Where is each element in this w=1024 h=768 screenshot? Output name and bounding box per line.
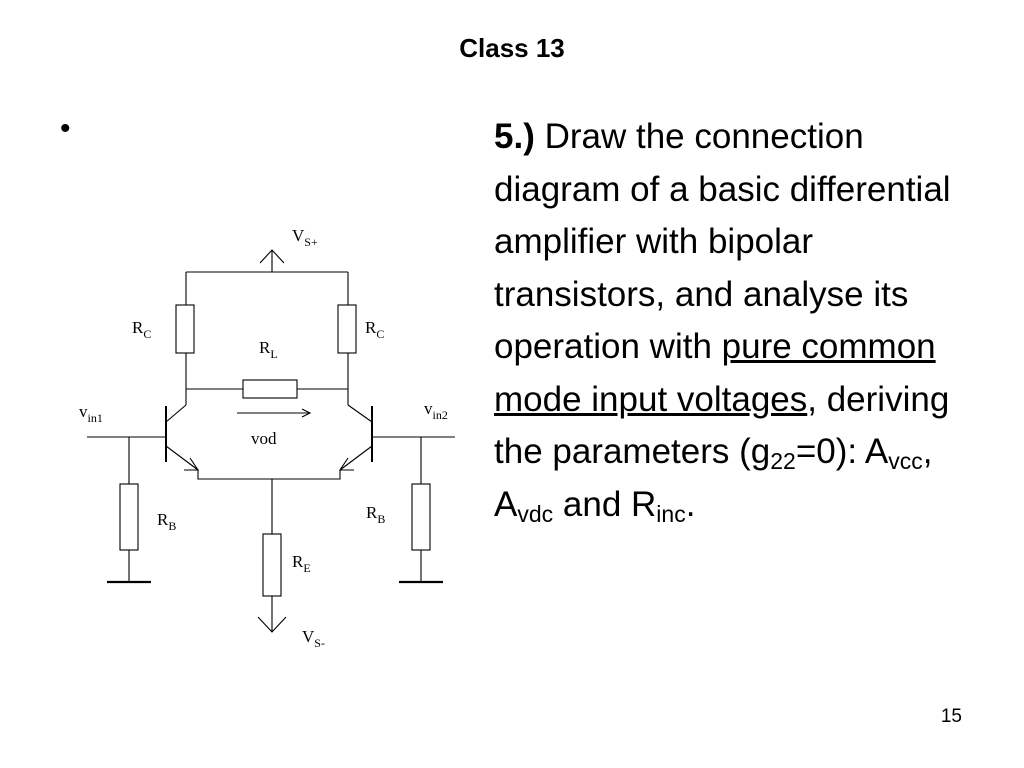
- question-text-b: , deriving the parameters (g: [494, 379, 950, 472]
- vs-minus-arrow: [257, 596, 287, 633]
- vin2-label: vin2: [424, 399, 448, 422]
- circuit-wires: [87, 249, 455, 633]
- avcc-subscript: vcc: [888, 448, 923, 474]
- question-text-d: , A: [494, 432, 933, 524]
- question-text-e: and R: [562, 484, 657, 524]
- question-text-c: =0): A: [795, 432, 889, 471]
- rb-right-resistor: [411, 483, 431, 551]
- transistor-right-emitter: [339, 445, 373, 471]
- vin1-label: vin1: [79, 402, 103, 425]
- rinc-subscript: inc: [656, 500, 686, 527]
- question-text-f: .: [685, 484, 696, 524]
- re-label: RE: [292, 552, 311, 575]
- vs-minus-label: VS-: [302, 627, 325, 650]
- question-number: 5.): [494, 117, 535, 156]
- bullet-point: •: [60, 112, 71, 145]
- vs-plus-arrow: [259, 249, 285, 272]
- question-text: 5.) Draw the connection diagram of a bas…: [494, 111, 964, 531]
- transistor-left-collector: [165, 404, 187, 423]
- slide-title: Class 13: [459, 33, 565, 63]
- rc-left-label: RC: [132, 318, 151, 341]
- rl-resistor: [242, 379, 298, 399]
- rb-left-resistor: [119, 483, 139, 551]
- differential-amplifier-circuit: VS+ RC RC RL vin1 vin2 vod RB RB RE VS-: [79, 226, 455, 650]
- vod-arrow: [237, 408, 312, 418]
- rc-left-resistor: [175, 304, 195, 354]
- transistor-right-collector: [347, 404, 373, 423]
- page-number: 15: [940, 706, 962, 727]
- vod-label: vod: [251, 429, 277, 448]
- avdc-subscript: vdc: [517, 500, 554, 527]
- rb-right-label: RB: [366, 503, 385, 526]
- vs-plus-label: VS+: [292, 226, 318, 249]
- rb-left-label: RB: [157, 510, 176, 533]
- re-resistor: [262, 533, 282, 597]
- question-underlined-phrase: pure common mode input voltages: [494, 327, 936, 419]
- transistor-left-emitter: [165, 445, 199, 471]
- rc-right-resistor: [337, 304, 357, 354]
- g-subscript: 22: [770, 448, 796, 474]
- rc-right-label: RC: [365, 318, 384, 341]
- question-text-a: Draw the connection diagram of a basic d…: [494, 117, 951, 366]
- rl-label: RL: [259, 338, 278, 361]
